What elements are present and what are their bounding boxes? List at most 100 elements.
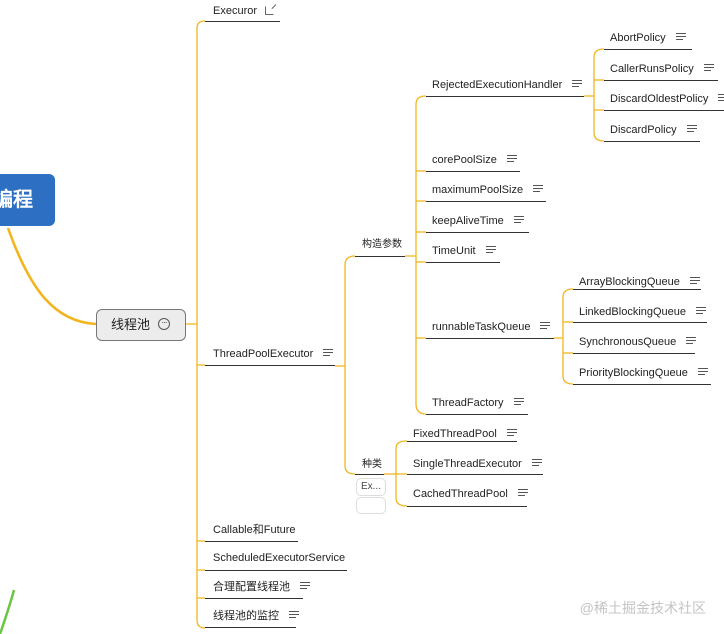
node-label: ArrayBlockingQueue [579, 276, 680, 288]
node-arrayblockingqueue[interactable]: ArrayBlockingQueue [579, 276, 700, 289]
note-icon[interactable] [517, 489, 528, 498]
underline [426, 201, 546, 202]
node-discardoldestpolicy[interactable]: DiscardOldestPolicy [610, 93, 724, 106]
node-threadpoolexecutor[interactable]: ThreadPoolExecutor [213, 348, 334, 361]
node-scheduled-executor[interactable]: ScheduledExecutorService [213, 552, 345, 565]
node-corepoolsize[interactable]: corePoolSize [432, 154, 517, 167]
note-icon[interactable] [300, 582, 310, 591]
note-icon[interactable] [696, 307, 707, 316]
note-icon[interactable] [697, 368, 708, 377]
node-label: ThreadPoolExecutor [213, 348, 314, 360]
note-icon[interactable] [289, 611, 299, 620]
node-rejected-handler[interactable]: RejectedExecutionHandler [432, 79, 583, 92]
node-label: LinkedBlockingQueue [579, 306, 687, 318]
node-label: PriorityBlockingQueue [579, 367, 688, 379]
underline [573, 289, 701, 290]
underline [205, 541, 298, 542]
node-timeunit[interactable]: TimeUnit [432, 245, 496, 258]
note-icon[interactable] [506, 429, 517, 438]
watermark: @稀土掘金技术社区 [579, 600, 706, 616]
node-label: maximumPoolSize [432, 184, 524, 196]
node-label: 构造参数 [362, 239, 402, 250]
note-icon[interactable] [572, 80, 583, 89]
node-label: FixedThreadPool [413, 428, 497, 440]
collapsed-node-executors[interactable]: Ex... [356, 478, 386, 496]
underline [205, 598, 303, 599]
underline [355, 474, 384, 475]
underline [205, 21, 280, 22]
underline [573, 322, 707, 323]
node-synchronousqueue[interactable]: SynchronousQueue [579, 336, 697, 349]
note-icon[interactable] [506, 155, 517, 164]
node-label: 合理配置线程池 [213, 581, 290, 593]
note-icon[interactable] [323, 349, 334, 358]
underline [573, 384, 711, 385]
collapsed-node-label: Ex... [360, 481, 381, 492]
node-label: CallerRunsPolicy [610, 63, 694, 75]
node-executor[interactable]: Execuror [213, 5, 275, 18]
underline [426, 171, 520, 172]
node-fixedthreadpool[interactable]: FixedThreadPool [413, 428, 517, 441]
node-label: 种类 [362, 459, 382, 470]
node-kinds[interactable]: 种类 [362, 458, 382, 471]
underline [573, 353, 695, 354]
note-icon[interactable] [513, 398, 524, 407]
underline [604, 141, 700, 142]
node-label: AbortPolicy [610, 32, 666, 44]
node-label: SingleThreadExecutor [413, 458, 522, 470]
note-icon[interactable] [718, 94, 724, 103]
node-cachedthreadpool[interactable]: CachedThreadPool [413, 488, 528, 501]
collapsed-node-placeholder[interactable] [356, 497, 386, 514]
node-singlethreadexecutor[interactable]: SingleThreadExecutor [413, 458, 542, 471]
note-icon[interactable] [533, 185, 544, 194]
note-icon[interactable] [703, 64, 714, 73]
node-label: runnableTaskQueue [432, 321, 531, 333]
external-link-icon[interactable] [265, 5, 275, 15]
note-icon[interactable] [686, 125, 697, 134]
underline [426, 232, 529, 233]
node-linkedblockingqueue[interactable]: LinkedBlockingQueue [579, 306, 707, 319]
underline [205, 570, 347, 571]
node-label: 线程池的监控 [213, 610, 279, 622]
node-maximumpoolsize[interactable]: maximumPoolSize [432, 184, 544, 197]
underline [426, 414, 528, 415]
root-title: 编程 [0, 189, 33, 211]
node-priorityblockingqueue[interactable]: PriorityBlockingQueue [579, 367, 708, 380]
node-keepalivetime[interactable]: keepAliveTime [432, 215, 524, 228]
node-label: keepAliveTime [432, 215, 504, 227]
underline [426, 338, 554, 339]
node-discardpolicy[interactable]: DiscardPolicy [610, 124, 697, 137]
note-icon[interactable] [689, 277, 700, 286]
node-label: DiscardOldestPolicy [610, 93, 709, 105]
node-runnabletaskqueue[interactable]: runnableTaskQueue [432, 321, 551, 334]
node-monitor[interactable]: 线程池的监控 [213, 610, 299, 623]
node-label: SynchronousQueue [579, 336, 677, 348]
underline [604, 49, 692, 50]
node-callable-future[interactable]: Callable和Future [213, 524, 296, 537]
note-icon[interactable] [485, 246, 496, 255]
note-icon[interactable] [531, 459, 542, 468]
underline [407, 506, 527, 507]
node-abortpolicy[interactable]: AbortPolicy [610, 32, 686, 45]
note-icon[interactable] [513, 216, 524, 225]
underline [426, 96, 584, 97]
more-icon[interactable]: ··· [158, 318, 170, 330]
underline [604, 110, 724, 111]
underline [355, 256, 405, 257]
note-icon[interactable] [540, 322, 551, 331]
node-config[interactable]: 合理配置线程池 [213, 581, 310, 594]
underline [205, 627, 296, 628]
underline [426, 262, 500, 263]
node-label: ScheduledExecutorService [213, 552, 346, 564]
node-callerrunspolicy[interactable]: CallerRunsPolicy [610, 63, 714, 76]
note-icon[interactable] [675, 33, 686, 42]
root-node[interactable]: 编程 [0, 174, 55, 226]
center-node-threadpool[interactable]: 线程池 ··· [96, 309, 186, 341]
node-label: CachedThreadPool [413, 488, 508, 500]
node-params[interactable]: 构造参数 [362, 238, 402, 251]
node-threadfactory[interactable]: ThreadFactory [432, 397, 524, 410]
node-label: ThreadFactory [432, 397, 504, 409]
node-label: RejectedExecutionHandler [432, 79, 563, 91]
note-icon[interactable] [686, 337, 697, 346]
